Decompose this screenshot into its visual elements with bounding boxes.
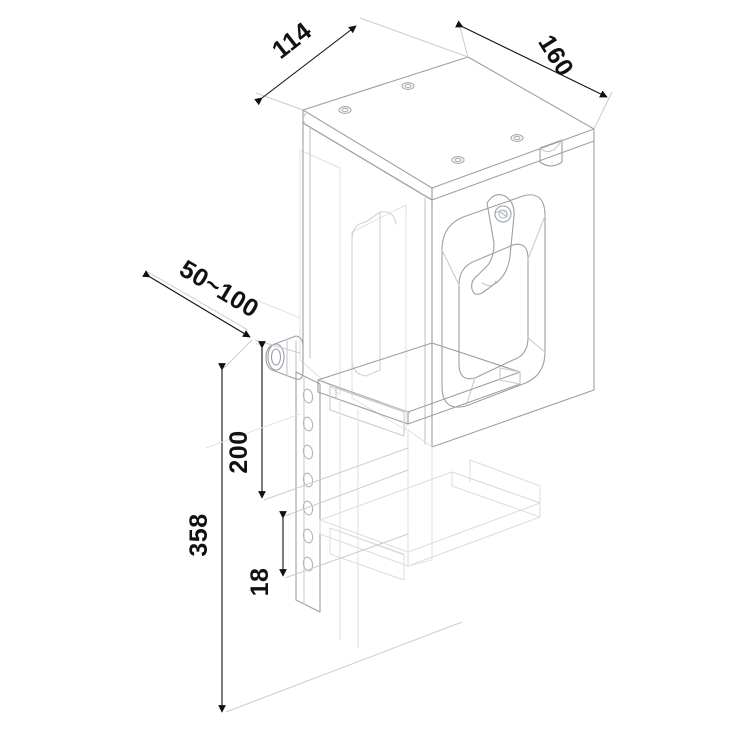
ext-line-18-top xyxy=(284,469,409,517)
lever-pivot-screw xyxy=(494,205,512,223)
lower-column-faint xyxy=(339,399,359,649)
side-panel-cutout xyxy=(351,211,397,377)
dimension-lines xyxy=(142,17,613,713)
clamp-lever xyxy=(471,194,515,295)
ext-line-114-b xyxy=(359,17,469,58)
ext-line-200-bot xyxy=(263,447,409,501)
rail-slot-holes xyxy=(302,388,314,572)
ext-line-358-top xyxy=(223,339,253,369)
ext-line-358-bot xyxy=(225,621,463,713)
product-geometry xyxy=(265,56,595,649)
dim-label-358: 358 xyxy=(185,513,213,556)
mounting-tab xyxy=(539,139,563,167)
vertical-bracket-body xyxy=(302,122,595,448)
ext-line-160-b xyxy=(593,91,613,130)
middle-shelf xyxy=(317,342,521,437)
slotted-height-rail xyxy=(295,371,321,613)
mounting-holes xyxy=(338,82,524,164)
dim-line-160 xyxy=(455,20,608,98)
dim-label-18: 18 xyxy=(246,568,274,597)
bottom-shelf xyxy=(319,429,541,581)
ext-line-18-bot xyxy=(284,533,409,579)
dim-line-114 xyxy=(254,25,357,106)
dim-line-50-100 xyxy=(142,270,251,338)
side-clamping-bracket xyxy=(441,194,546,408)
dim-label-200: 200 xyxy=(225,430,253,473)
